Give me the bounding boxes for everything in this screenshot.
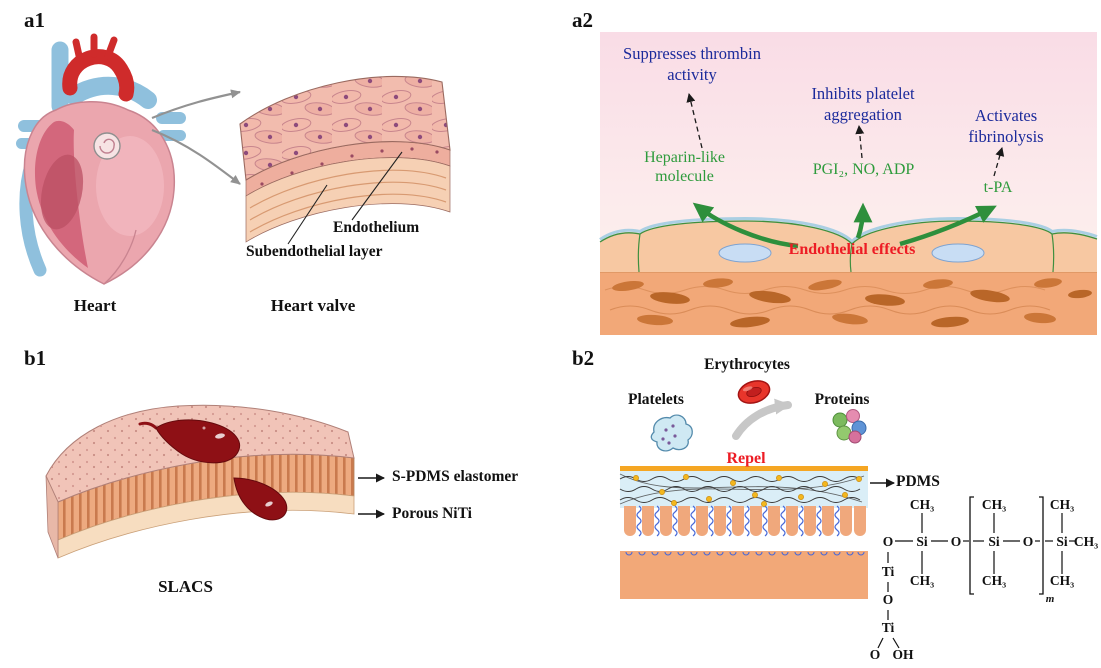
brush-pillars — [624, 506, 866, 536]
chem-group-ch3: CH₃ — [910, 573, 934, 588]
panel-label-b1: b1 — [24, 346, 47, 370]
mediator-heparin-label: Heparin-like molecule — [644, 149, 725, 186]
chem-bracket-open — [969, 496, 974, 595]
heart-caption: Heart — [73, 296, 117, 315]
cell-nucleus — [931, 243, 985, 263]
proteins-icon — [832, 409, 867, 444]
mediator-pgi2-label: PGI₂, NO, ADP — [812, 161, 915, 178]
blood-droplet-icons — [138, 419, 288, 521]
valve-highlight-circle — [93, 132, 121, 160]
spdms-elastomer-label: S-PDMS elastomer — [392, 468, 519, 485]
chem-atom-si: Si — [916, 534, 928, 549]
chem-group-ch3: CH₃ — [1050, 573, 1074, 588]
pdms-chemical-structure: O Si O Si O Si CH₃ CH₃ CH₃ CH₃ CH₃ CH₃ C… — [870, 496, 1098, 662]
filler-dots — [633, 474, 862, 507]
chem-group-ch3: CH₃ — [982, 497, 1006, 512]
chem-atom-ti: Ti — [882, 564, 895, 579]
chem-group-ch3: CH₃ — [982, 573, 1006, 588]
endothelial-cell-layer — [599, 216, 1098, 273]
subendothelial-layer-label: Subendothelial layer — [246, 243, 383, 260]
aorta — [62, 33, 135, 102]
porous-niti-label: Porous NiTi — [392, 505, 472, 522]
chem-atom-o: O — [883, 592, 894, 607]
erythrocytes-label: Erythrocytes — [704, 356, 790, 373]
chem-group-ch3: CH₃ — [1050, 497, 1074, 512]
heart-valve-caption: Heart valve — [270, 296, 356, 315]
valve-top-surface — [239, 75, 451, 181]
chem-bonds — [877, 513, 1075, 649]
slacs-illustration — [45, 404, 385, 559]
slacs-caption: SLACS — [158, 577, 213, 596]
outcome-platelet-label: Inhibits platelet aggregation — [811, 84, 915, 124]
chem-atom-o: O — [870, 647, 881, 662]
chem-atom-si: Si — [1056, 534, 1068, 549]
heart-body — [23, 101, 176, 285]
chem-bracket-close — [1039, 496, 1044, 595]
chem-atom-o: O — [1023, 534, 1034, 549]
repel-arrow-icon — [732, 398, 792, 440]
mediator-tpa-label: t-PA — [983, 179, 1013, 196]
panel-label-a1: a1 — [24, 8, 45, 32]
chem-group-oh: OH — [892, 647, 914, 662]
chem-atom-ti: Ti — [882, 620, 895, 635]
chem-group-ch3: CH₃ — [910, 497, 934, 512]
spdms-surface-diagram: O Si O Si O Si CH₃ CH₃ CH₃ CH₃ CH₃ CH₃ C… — [619, 380, 1098, 662]
endothelium-label: Endothelium — [333, 219, 420, 236]
panel-label-b2: b2 — [572, 346, 595, 370]
heart-to-valve-arrow-icons — [151, 89, 241, 185]
platelets-label: Platelets — [628, 391, 684, 408]
subendothelial-tissue — [600, 271, 1097, 335]
panel-label-a2: a2 — [572, 8, 593, 32]
pdms-label: PDMS — [896, 473, 940, 490]
substrate-slab — [620, 551, 868, 599]
proteins-label: Proteins — [814, 391, 870, 408]
valve-leader-lines — [287, 151, 403, 245]
outcome-fibrinolysis-label: Activates fibrinolysis — [968, 106, 1044, 146]
slab-callout-arrows — [358, 473, 385, 519]
surface-layer-stack — [619, 466, 868, 599]
repel-label: Repel — [726, 450, 766, 467]
platelet-icon — [650, 414, 693, 452]
chem-atom-o: O — [883, 534, 894, 549]
dashed-effect-arrows — [686, 93, 1005, 177]
chem-group-ch3: CH₃ — [1074, 534, 1098, 549]
heart-valve-block — [239, 75, 451, 245]
mediator-release-arrows — [692, 202, 997, 249]
chem-subscript-m: m — [1046, 593, 1055, 605]
endothelial-effects-diagram — [599, 32, 1098, 335]
chem-atom-o: O — [951, 534, 962, 549]
cell-nucleus — [718, 243, 772, 263]
valve-subendothelial-band — [245, 157, 451, 243]
top-coating-bar — [620, 466, 868, 471]
outcome-thrombin-label: Suppresses thrombin activity — [623, 44, 761, 84]
endothelial-effects-label: Endothelial effects — [788, 241, 916, 258]
erythrocyte-icon — [737, 380, 771, 404]
heart-illustration — [16, 33, 186, 285]
chem-atom-si: Si — [988, 534, 1000, 549]
